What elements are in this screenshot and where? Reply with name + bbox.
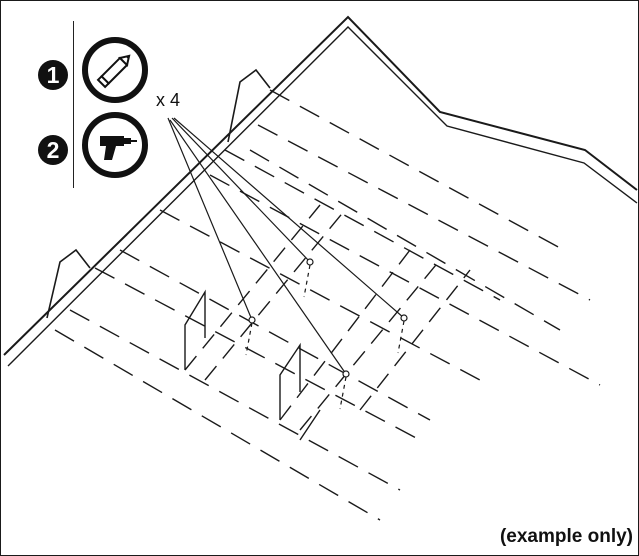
hidden-joist-lines: [54, 89, 601, 521]
screw-point: [400, 314, 408, 322]
leader-lines: [167, 117, 405, 375]
block-edges: [184, 289, 321, 441]
quantity-label: x 4: [156, 90, 181, 110]
rafter-lines: [184, 204, 471, 431]
roof-ridge-line: [3, 15, 638, 356]
roof-vent-upper: [227, 68, 271, 143]
roof-ridge-inner: [7, 26, 638, 367]
step-number-1: 1: [38, 60, 68, 90]
pencil-icon: [82, 37, 148, 103]
drill-icon: [82, 112, 148, 178]
screw-point: [342, 370, 350, 378]
screw-points: [248, 258, 408, 378]
roof-vent-left: [46, 248, 91, 319]
screw-point: [306, 258, 314, 266]
screw-point: [248, 316, 256, 324]
step-bracket: [73, 21, 74, 188]
step-number-2: 2: [38, 135, 68, 165]
example-caption: (example only): [499, 526, 633, 547]
